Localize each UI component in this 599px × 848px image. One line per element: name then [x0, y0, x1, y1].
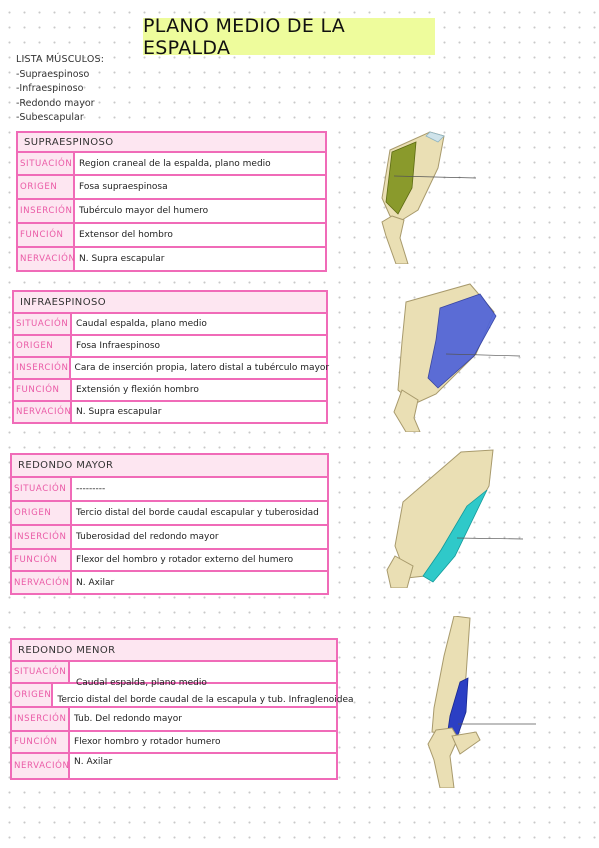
table-row: SITUACIÓN [10, 662, 338, 684]
supraespinoso-illustration [381, 131, 477, 264]
infraespinoso-muscle [427, 293, 497, 389]
humerus-bone [427, 727, 459, 788]
table-row: INSERCIÓN Tubérculo mayor del humero [16, 200, 327, 224]
row-value: Fosa supraespinosa [79, 182, 168, 192]
row-label: ORIGEN [12, 684, 54, 706]
table-title: REDONDO MAYOR [10, 453, 329, 478]
table-row: ORIGEN Fosa supraespinosa [16, 176, 327, 200]
row-value [70, 662, 74, 682]
row-value: Tercio distal del borde caudal escapular… [76, 508, 319, 518]
table-row: NERVACIÓN N. Supra escapular [16, 248, 327, 272]
row-value: Flexor hombro y rotador humero [74, 737, 221, 747]
row-value: --------- [76, 484, 106, 494]
table-row: FUNCIÓN Extensión y flexión hombro [12, 380, 328, 402]
row-label: ORIGEN [12, 502, 72, 524]
table-supraespinoso: SUPRAESPINOSO SITUACIÓN Region craneal d… [16, 131, 327, 272]
row-label: INSERCIÓN [12, 708, 70, 730]
scapula-cartilage [425, 131, 445, 143]
row-label: NERVACIÓN [12, 754, 70, 778]
table-redondo-menor: REDONDO MENOR SITUACIÓN ORIGEN Tercio di… [10, 638, 354, 780]
table-row: FUNCIÓN Flexor del hombro y rotador exte… [10, 550, 329, 572]
supraespinoso-muscle [385, 141, 417, 215]
row-value: Tuberosidad del redondo mayor [76, 532, 219, 542]
humerus-bone [393, 389, 421, 432]
table-infraespinoso: INFRAESPINOSO SITUACIÓN Caudal espalda, … [12, 290, 330, 424]
row-label: SITUACIÓN [14, 314, 72, 334]
row-label: ORIGEN [18, 176, 75, 198]
row-value: Tub. Del redondo mayor [74, 714, 182, 724]
muscle-list-item: -Redondo mayor [16, 97, 95, 109]
row-label: INSERCIÓN [12, 526, 72, 548]
row-value: Fosa Infraespinoso [76, 341, 161, 351]
page-title: PLANO MEDIO DE LA ESPALDA [143, 15, 435, 59]
row-value: N. Axilar [76, 577, 115, 588]
row-value: Flexor del hombro y rotador externo del … [76, 555, 294, 565]
row-value: N. Supra escapular [76, 407, 162, 417]
row-label: INSERCIÓN [18, 200, 75, 222]
row-label: NERVACIÓN [18, 248, 75, 270]
row-label: FUNCIÓN [12, 732, 70, 752]
row-label: SITUACIÓN [12, 478, 72, 500]
table-row: ORIGEN Fosa Infraespinoso [12, 336, 328, 358]
table-row: ORIGEN Tercio distal del borde caudal es… [10, 502, 329, 526]
table-title: SUPRAESPINOSO [16, 131, 327, 153]
table-row: ORIGEN Tercio distal del borde caudal de… [10, 678, 354, 708]
row-value: Extensor del hombro [79, 230, 173, 240]
muscle-list-item: -Infraespinoso [16, 83, 84, 94]
table-row: NERVACIÓN N. Supra escapular [12, 402, 328, 424]
row-value: N. Supra escapular [79, 254, 165, 264]
redondo-mayor-muscle [422, 489, 488, 583]
muscle-list-item: -Subescapular [16, 112, 84, 123]
infraespinoso-illustration [393, 283, 521, 432]
row-label: SITUACIÓN [18, 153, 75, 174]
table-row: FUNCIÓN Flexor hombro y rotador humero [10, 732, 338, 754]
muscle-list-heading: LISTA MÚSCULOS: [16, 54, 105, 65]
row-value: Tercio distal del borde caudal de la esc… [57, 695, 354, 705]
row-value: Caudal espalda, plano medio [76, 319, 207, 329]
muscle-list: LISTA MÚSCULOS: -Supraespinoso -Infraesp… [16, 53, 104, 126]
table-title: REDONDO MENOR [10, 638, 338, 662]
row-label: INSERCIÓN [14, 358, 71, 378]
row-value: N. Axilar [74, 757, 113, 767]
row-label: NERVACIÓN [14, 402, 72, 422]
table-row: SITUACIÓN Caudal espalda, plano medio [12, 314, 328, 336]
redondo-menor-illustration [427, 616, 536, 788]
table-row: NERVACIÓN N. Axilar [10, 754, 338, 780]
row-label: SITUACIÓN [12, 662, 70, 682]
muscle-list-item: -Supraespinoso [16, 68, 90, 80]
row-label: NERVACIÓN [12, 572, 72, 593]
table-redondo-mayor: REDONDO MAYOR SITUACIÓN --------- ORIGEN… [10, 453, 329, 595]
row-value: Tubérculo mayor del humero [79, 206, 209, 216]
row-label: FUNCIÓN [12, 550, 72, 570]
row-label: FUNCIÓN [18, 224, 75, 246]
humerus-bone [381, 215, 409, 264]
redondo-mayor-illustration [386, 449, 524, 588]
humerus-bone [386, 555, 414, 588]
table-row: SITUACIÓN --------- [10, 478, 329, 502]
row-value-overflow: Caudal espalda, plano medio [76, 678, 207, 688]
row-label: FUNCIÓN [14, 380, 72, 400]
table-row: SITUACIÓN Region craneal de la espalda, … [16, 153, 327, 176]
table-row: FUNCIÓN Extensor del hombro [16, 224, 327, 248]
table-row: INSERCIÓN Tuberosidad del redondo mayor [10, 526, 329, 550]
forearm-bone [451, 731, 481, 755]
table-row: INSERCIÓN Tub. Del redondo mayor [10, 708, 338, 732]
row-value: Cara de inserción propia, latero distal … [74, 363, 330, 373]
row-value: Extensión y flexión hombro [76, 385, 199, 395]
row-label: ORIGEN [14, 336, 72, 356]
table-title: INFRAESPINOSO [12, 290, 328, 314]
row-value: Region craneal de la espalda, plano medi… [79, 158, 271, 169]
table-row: INSERCIÓN Cara de inserción propia, late… [12, 358, 330, 380]
table-row: NERVACIÓN N. Axilar [10, 572, 329, 595]
